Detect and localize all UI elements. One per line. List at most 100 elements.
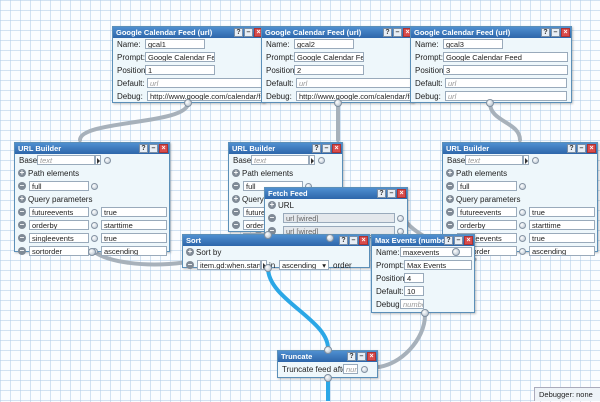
base-terminal[interactable] — [318, 157, 325, 164]
close-icon[interactable]: × — [159, 144, 168, 153]
param-key-input[interactable]: sortorder — [29, 246, 89, 256]
remove-url-icon[interactable]: – — [268, 213, 276, 222]
debug-input[interactable]: http://www.google.com/calendar/feeds — [296, 91, 411, 101]
module-title-bar[interactable]: URL Builder ?–× — [15, 143, 169, 154]
debug-input[interactable]: number — [400, 299, 424, 309]
add-query-icon[interactable]: + — [18, 194, 26, 203]
name-input[interactable]: maxevents — [400, 247, 472, 257]
fetch-feed-module[interactable]: Fetch Feed ?–× +URL –url [wired] –url [w… — [264, 187, 408, 238]
remove-path-icon[interactable]: – — [232, 181, 240, 190]
path-input[interactable]: full — [457, 181, 517, 191]
position-input[interactable]: 2 — [294, 65, 364, 75]
minimize-icon[interactable]: – — [393, 28, 402, 37]
base-terminal[interactable] — [532, 157, 539, 164]
remove-param-icon[interactable]: – — [18, 246, 26, 255]
help-icon[interactable]: ? — [383, 28, 392, 37]
fetch-output-terminal[interactable] — [326, 234, 334, 242]
prompt-input[interactable]: Google Calendar Feed — [294, 52, 364, 62]
sort-output-terminal[interactable] — [264, 264, 272, 272]
gcal-feed-module-3[interactable]: Google Calendar Feed (url) ?–× Name:gcal… — [410, 26, 572, 103]
help-icon[interactable]: ? — [377, 189, 386, 198]
debug-input[interactable]: url — [445, 91, 567, 101]
position-input[interactable]: 4 — [404, 273, 424, 283]
minimize-icon[interactable]: – — [454, 236, 463, 245]
prompt-input[interactable]: Max Events — [404, 260, 472, 270]
module-title-bar[interactable]: URL Builder ?–× — [229, 143, 342, 154]
prompt-input[interactable]: Google Calendar Feed — [145, 52, 215, 62]
minimize-icon[interactable]: – — [149, 144, 158, 153]
param-terminal[interactable] — [519, 235, 526, 242]
maxevents-output-terminal[interactable] — [421, 309, 429, 317]
param-key-input[interactable]: orderby — [457, 220, 517, 230]
param-terminal[interactable] — [519, 209, 526, 216]
path-terminal[interactable] — [519, 183, 526, 190]
help-icon[interactable]: ? — [541, 28, 550, 37]
remove-param-icon[interactable]: – — [18, 207, 26, 216]
param-value-input[interactable]: true — [529, 233, 595, 243]
prompt-input[interactable]: Google Calendar Feed — [443, 52, 568, 62]
remove-param-icon[interactable]: – — [18, 233, 26, 242]
minimize-icon[interactable]: – — [357, 352, 366, 361]
param-value-input[interactable]: ascending — [101, 246, 167, 256]
sort-order-select[interactable]: ascending▾ — [279, 260, 329, 270]
param-value-input[interactable]: true — [101, 233, 167, 243]
help-icon[interactable]: ? — [139, 144, 148, 153]
base-arrow-button[interactable] — [309, 155, 315, 165]
truncate-output-terminal[interactable] — [324, 374, 332, 382]
urlbuilder1-output-terminal[interactable] — [88, 248, 96, 256]
minimize-icon[interactable]: – — [349, 236, 358, 245]
remove-param-icon[interactable]: – — [18, 220, 26, 229]
position-input[interactable]: 1 — [145, 65, 215, 75]
module-title-bar[interactable]: URL Builder ?–× — [443, 143, 597, 154]
help-icon[interactable]: ? — [339, 236, 348, 245]
module-title-bar[interactable]: Truncate ?–× — [278, 351, 377, 362]
sort-input-terminal[interactable] — [264, 231, 272, 239]
minimize-icon[interactable]: – — [322, 144, 331, 153]
debug-input[interactable]: http://www.google.com/calendar/feeds — [147, 91, 262, 101]
remove-path-icon[interactable]: – — [446, 181, 454, 190]
minimize-icon[interactable]: – — [244, 28, 253, 37]
param-terminal[interactable] — [91, 209, 98, 216]
param-terminal[interactable] — [91, 222, 98, 229]
param-key-input[interactable]: singleevents — [29, 233, 89, 243]
gcal1-output-terminal[interactable] — [184, 99, 192, 107]
close-icon[interactable]: × — [397, 189, 406, 198]
truncate-input-terminal[interactable] — [324, 346, 332, 354]
param-value-input[interactable]: starttime — [101, 220, 167, 230]
sort-module[interactable]: Sort ?–× +Sort by –item.gd:when.startTim… — [182, 234, 370, 270]
truncate-count-input[interactable]: num — [343, 364, 358, 374]
module-title-bar[interactable]: Google Calendar Feed (url) ?–× — [411, 27, 571, 38]
count-terminal[interactable] — [361, 366, 368, 373]
path-terminal[interactable] — [91, 183, 98, 190]
help-icon[interactable]: ? — [567, 144, 576, 153]
close-icon[interactable]: × — [587, 144, 596, 153]
module-title-bar[interactable]: Google Calendar Feed (url) ?–× — [113, 27, 264, 38]
minimize-icon[interactable]: – — [577, 144, 586, 153]
gcal3-output-terminal[interactable] — [486, 99, 494, 107]
urlbuilder3-output-terminal[interactable] — [452, 248, 460, 256]
close-icon[interactable]: × — [367, 352, 376, 361]
param-key-input[interactable]: orderby — [29, 220, 89, 230]
add-query-icon[interactable]: + — [232, 194, 240, 203]
url-terminal[interactable] — [397, 215, 404, 222]
sort-field-input[interactable]: item.gd:when.startTime — [197, 260, 261, 270]
name-input[interactable]: gcal3 — [443, 39, 503, 49]
remove-sort-icon[interactable]: – — [186, 260, 194, 269]
gcal-feed-module-1[interactable]: Google Calendar Feed (url) ?–× Name:gcal… — [112, 26, 265, 103]
add-url-icon[interactable]: + — [268, 200, 276, 209]
add-path-icon[interactable]: + — [446, 168, 454, 177]
param-terminal[interactable] — [519, 222, 526, 229]
param-value-input[interactable]: ascending — [529, 246, 595, 256]
base-terminal[interactable] — [104, 157, 111, 164]
param-value-input[interactable]: true — [529, 207, 595, 217]
url-builder-module-1[interactable]: URL Builder ?–× Base:text +Path elements… — [14, 142, 170, 256]
param-terminal[interactable] — [91, 235, 98, 242]
help-icon[interactable]: ? — [347, 352, 356, 361]
param-terminal[interactable] — [519, 248, 526, 255]
add-query-icon[interactable]: + — [446, 194, 454, 203]
add-path-icon[interactable]: + — [18, 168, 26, 177]
debugger-status[interactable]: Debugger: none — [534, 387, 600, 401]
minimize-icon[interactable]: – — [387, 189, 396, 198]
help-icon[interactable]: ? — [234, 28, 243, 37]
name-input[interactable]: gcal2 — [294, 39, 354, 49]
